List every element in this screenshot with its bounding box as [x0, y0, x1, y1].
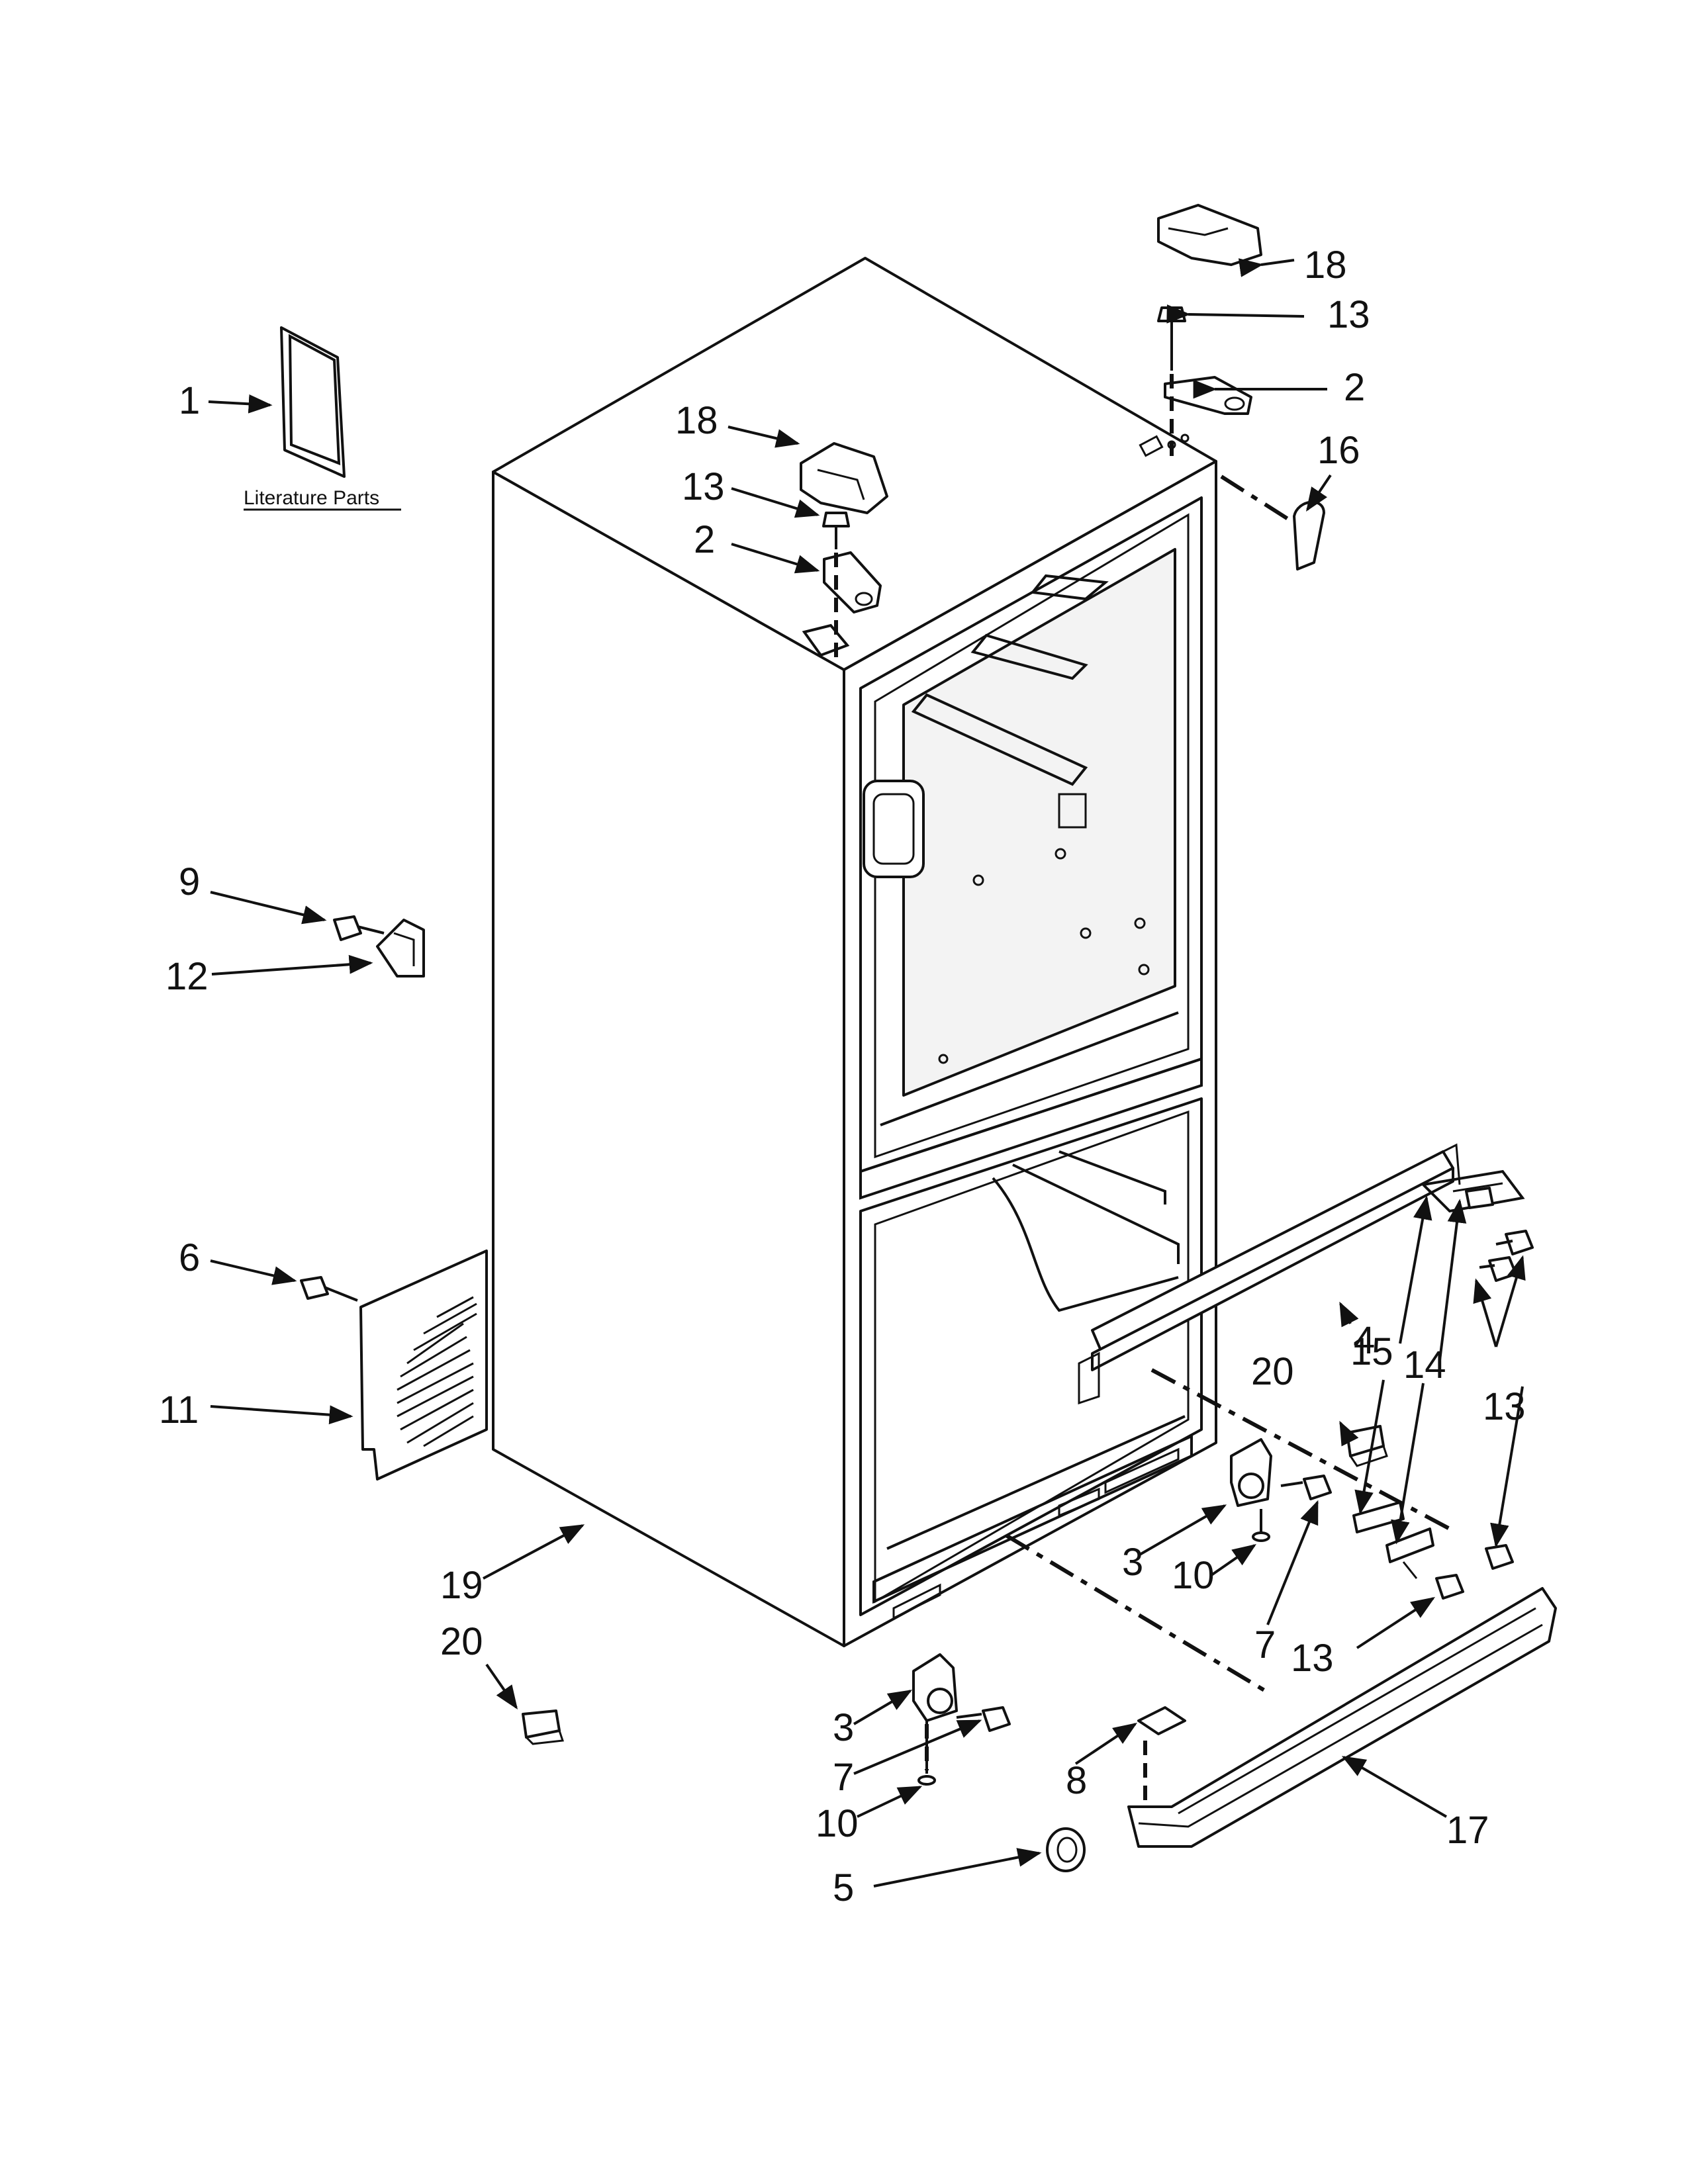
callout-13: 13: [1483, 1385, 1526, 1428]
callout-17: 17: [1446, 1809, 1489, 1852]
callout-9: 9: [179, 860, 200, 903]
screw-lower-b: [1435, 1574, 1464, 1600]
callout-12: 12: [165, 955, 209, 998]
screw-lower-a: [1485, 1544, 1514, 1570]
callout-13: 13: [682, 465, 725, 508]
hinge-cover-upper: [1157, 204, 1262, 266]
callout-19: 19: [440, 1564, 483, 1607]
callout-1: 1: [179, 379, 200, 422]
bracket-assembly-right: [1420, 1169, 1525, 1213]
leveling-foot-5: [1046, 1827, 1086, 1872]
bracket-15: [1352, 1501, 1405, 1533]
callout-15: 15: [1350, 1330, 1393, 1373]
pad-right: [1346, 1425, 1388, 1467]
callout-16: 16: [1317, 429, 1360, 472]
screw-right-b: [1479, 1256, 1517, 1282]
callout-18: 18: [675, 399, 718, 442]
callout-10: 10: [1172, 1554, 1215, 1597]
callout-20: 20: [1251, 1350, 1294, 1393]
callout-11: 11: [159, 1388, 199, 1432]
access-panel-11: [359, 1250, 488, 1480]
screw-top-right: [1157, 306, 1186, 371]
leader-lines: [208, 258, 1526, 1888]
callout-14: 14: [1403, 1343, 1446, 1387]
callout-13: 13: [1327, 293, 1370, 336]
roller-screw-left: [956, 1706, 1011, 1732]
side-screw-9: [333, 915, 385, 941]
screw-right-a: [1495, 1230, 1534, 1255]
callout-13: 13: [1291, 1637, 1334, 1680]
literature-parts-label: Literature Parts: [244, 487, 379, 509]
hinge-bracket-right: [1164, 376, 1252, 415]
callout-labels: Literature Parts 1 2 2 3 3 4 5 6 7 7 8 9…: [159, 244, 1526, 1909]
grille-clip-8: [1137, 1706, 1186, 1735]
callout-20: 20: [440, 1620, 483, 1663]
roller-assembly-right: [1230, 1438, 1272, 1542]
callout-6: 6: [179, 1236, 200, 1279]
hinge-clip: [1293, 500, 1325, 570]
base-grille-17: [1127, 1587, 1557, 1848]
panel-screw-6: [300, 1276, 358, 1302]
callout-7: 7: [1254, 1623, 1276, 1666]
bracket-14: [1385, 1527, 1434, 1579]
callout-5: 5: [833, 1866, 854, 1909]
hinge-cover-lower: [800, 442, 888, 514]
callout-3: 3: [1122, 1541, 1143, 1584]
roller-screw-right: [1280, 1475, 1332, 1500]
callout-7: 7: [833, 1756, 854, 1799]
callout-4: 4: [1354, 1319, 1375, 1362]
callout-2: 2: [694, 518, 715, 561]
hinge-bracket-left: [802, 551, 882, 657]
literature-booklet: [280, 326, 346, 478]
callout-18: 18: [1304, 244, 1347, 287]
callout-3: 3: [833, 1706, 854, 1749]
callout-8: 8: [1066, 1759, 1087, 1802]
roller-assembly-left: [912, 1653, 958, 1786]
callout-10: 10: [816, 1802, 859, 1845]
toe-grille-bar-4: [1078, 1143, 1461, 1405]
screw-top-left: [822, 512, 850, 549]
pad-left: [522, 1709, 565, 1745]
callout-2: 2: [1344, 366, 1365, 409]
side-bracket-12: [376, 919, 425, 978]
